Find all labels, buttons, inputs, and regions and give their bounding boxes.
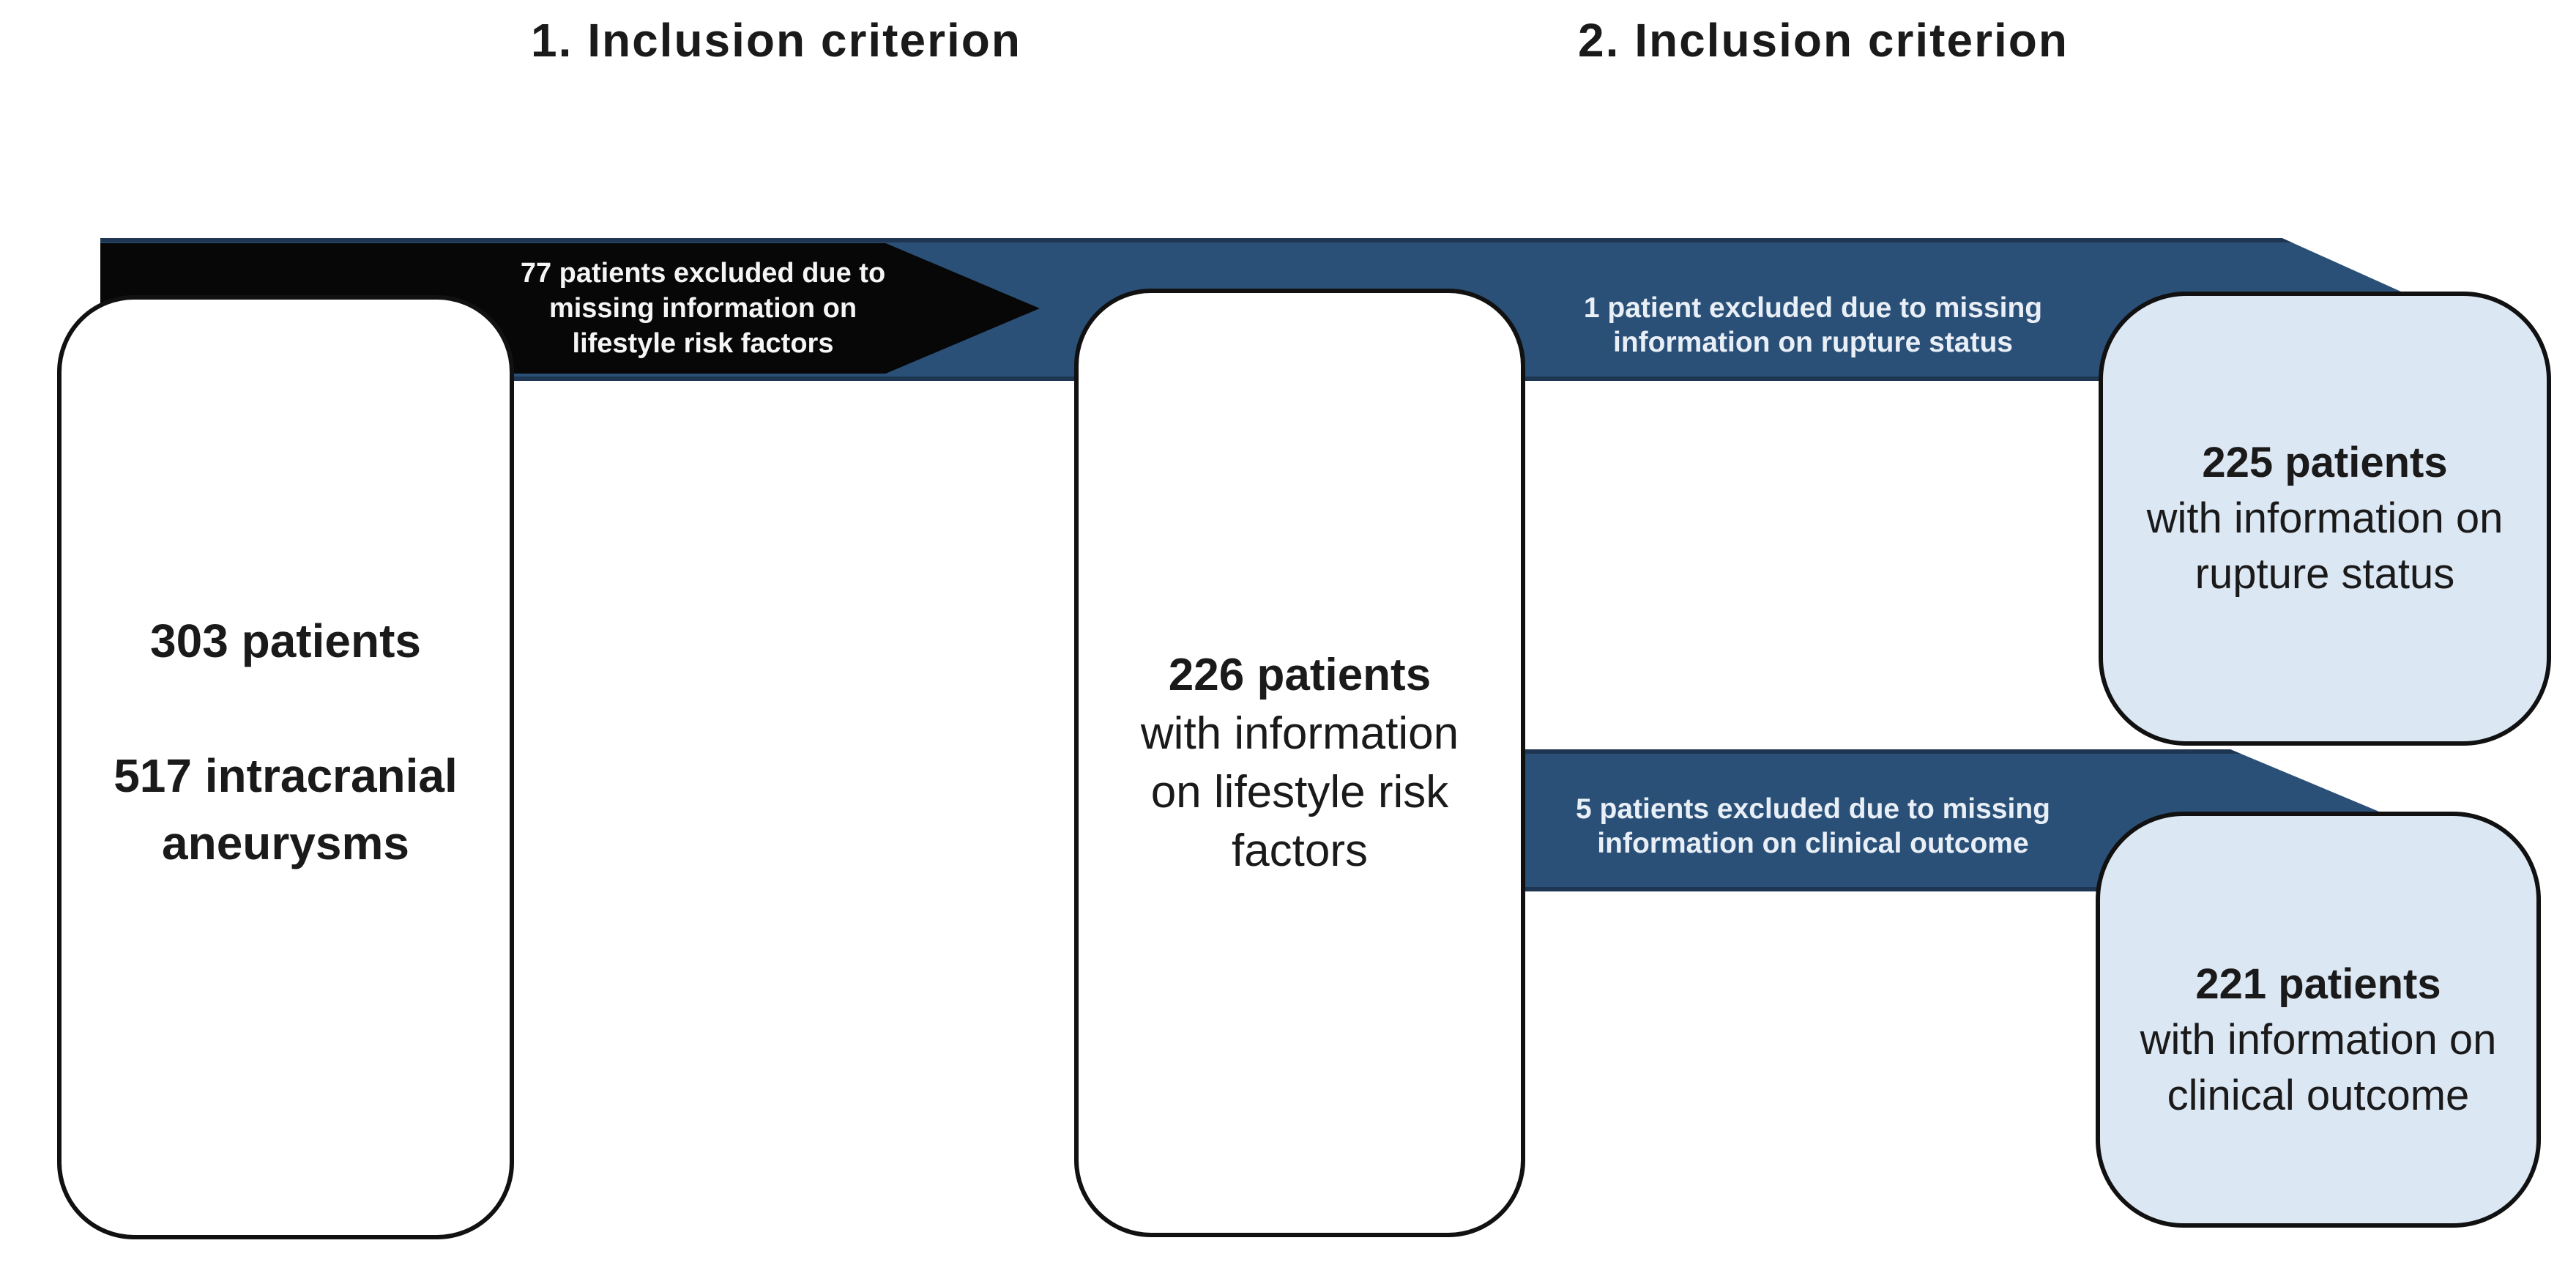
header-inclusion-criterion-2: 2. Inclusion criterion: [1578, 14, 2069, 67]
exclusion-label-rupture-status: 1 patient excluded due to missing inform…: [1583, 292, 2043, 358]
initial-cohort-detail: 517 intracranial aneurysms: [113, 749, 458, 869]
box-rupture-status-cohort: 225 patients with information on rupture…: [2099, 292, 2551, 746]
box-lifestyle-cohort: 226 patients with information on lifesty…: [1074, 289, 1525, 1237]
outcome-cohort-detail: with information on clinical outcome: [2140, 1015, 2497, 1119]
initial-cohort-count: 303 patients: [150, 614, 421, 667]
lifestyle-cohort-count: 226 patients: [1168, 649, 1432, 700]
rupture-cohort-count: 225 patients: [2202, 439, 2448, 486]
header-inclusion-criterion-1: 1. Inclusion criterion: [531, 14, 1021, 67]
box-clinical-outcome-cohort: 221 patients with information on clinica…: [2096, 812, 2541, 1228]
rupture-cohort-detail: with information on rupture status: [2146, 494, 2504, 598]
exclusion-label-clinical-outcome: 5 patients excluded due to missing infor…: [1576, 793, 2050, 859]
lifestyle-cohort-detail: with information on lifestyle risk facto…: [1140, 708, 1459, 876]
exclusion-label-lifestyle: 77 patients excluded due to missing info…: [520, 258, 886, 359]
box-initial-cohort: 303 patients 517 intracranial aneurysms: [57, 295, 514, 1239]
outcome-cohort-count: 221 patients: [2195, 960, 2441, 1008]
